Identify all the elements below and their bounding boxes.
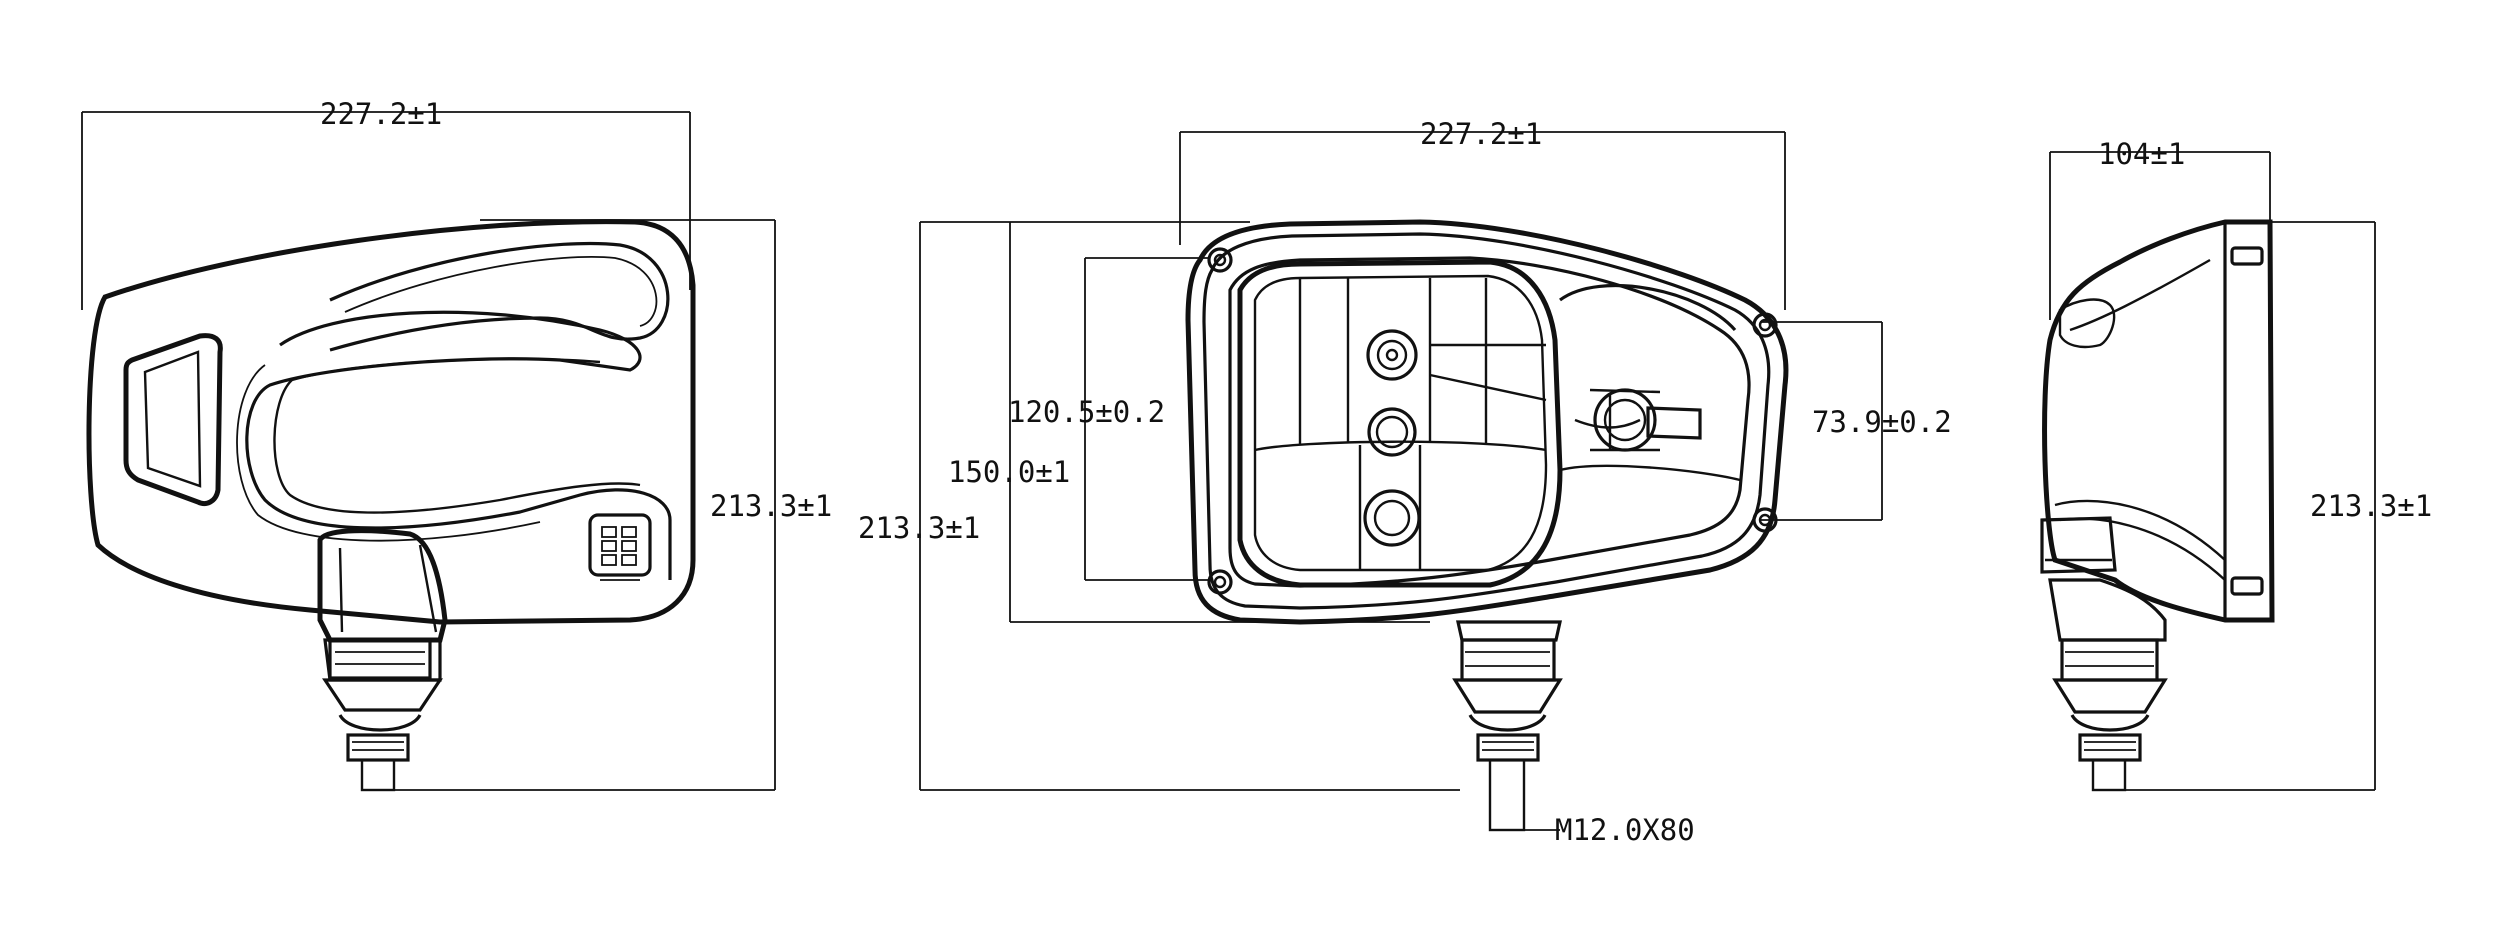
rear-view: 227.2±1 213.3±1	[81, 97, 832, 792]
front-mount-stem: M12.0X80	[1452, 620, 1695, 847]
front-lens-frame	[1228, 256, 1751, 588]
front-aux-module	[1559, 283, 1741, 482]
rear-width-label: 227.2±1	[320, 97, 442, 131]
side-view: 104±1 213.3±1	[2040, 137, 2432, 792]
side-width-dimension: 104±1	[2049, 137, 2271, 320]
side-body-outline	[2042, 219, 2275, 623]
front-lens-height-label: 150.0±1	[948, 455, 1070, 489]
front-module-label: 73.9±0.2	[1812, 405, 1952, 439]
rear-mount-bracket	[317, 528, 448, 792]
front-housing-outline	[1185, 219, 1789, 625]
screw-top-left	[1207, 247, 1233, 273]
side-width-label: 104±1	[2098, 137, 2185, 171]
side-mount-stem	[2040, 516, 2168, 792]
front-module-dimension: 73.9±0.2	[1760, 321, 1952, 521]
front-screws	[1207, 247, 1778, 595]
front-reflector-height-dimension: 120.5±0.2	[1008, 257, 1210, 581]
front-overall-height-label: 213.3±1	[858, 511, 980, 545]
screw-bottom-left	[1207, 569, 1233, 595]
rear-width-dimension: 227.2±1	[81, 97, 691, 310]
side-height-label: 213.3±1	[2310, 489, 2432, 523]
front-width-label: 227.2±1	[1420, 117, 1542, 151]
rear-housing-outline	[86, 219, 696, 625]
front-view: 227.2±1 213.3±1 150.0±1 120.5±0.2 73.9±	[858, 117, 1952, 847]
front-overall-height-dimension: 213.3±1	[858, 221, 1460, 791]
side-height-dimension: 213.3±1	[2100, 221, 2432, 791]
rear-oval-recess	[245, 310, 672, 580]
rear-side-window	[123, 333, 223, 506]
rear-height-label: 213.3±1	[710, 489, 832, 523]
front-width-dimension: 227.2±1	[1179, 117, 1786, 310]
bolt-label: M12.0X80	[1555, 813, 1695, 847]
screw-top-right	[1752, 312, 1778, 338]
rear-height-dimension: 213.3±1	[380, 219, 832, 791]
front-main-reflector	[1237, 259, 1563, 588]
screw-bottom-right	[1752, 507, 1778, 533]
rear-connector	[588, 513, 652, 581]
front-reflector-height-label: 120.5±0.2	[1008, 395, 1165, 429]
